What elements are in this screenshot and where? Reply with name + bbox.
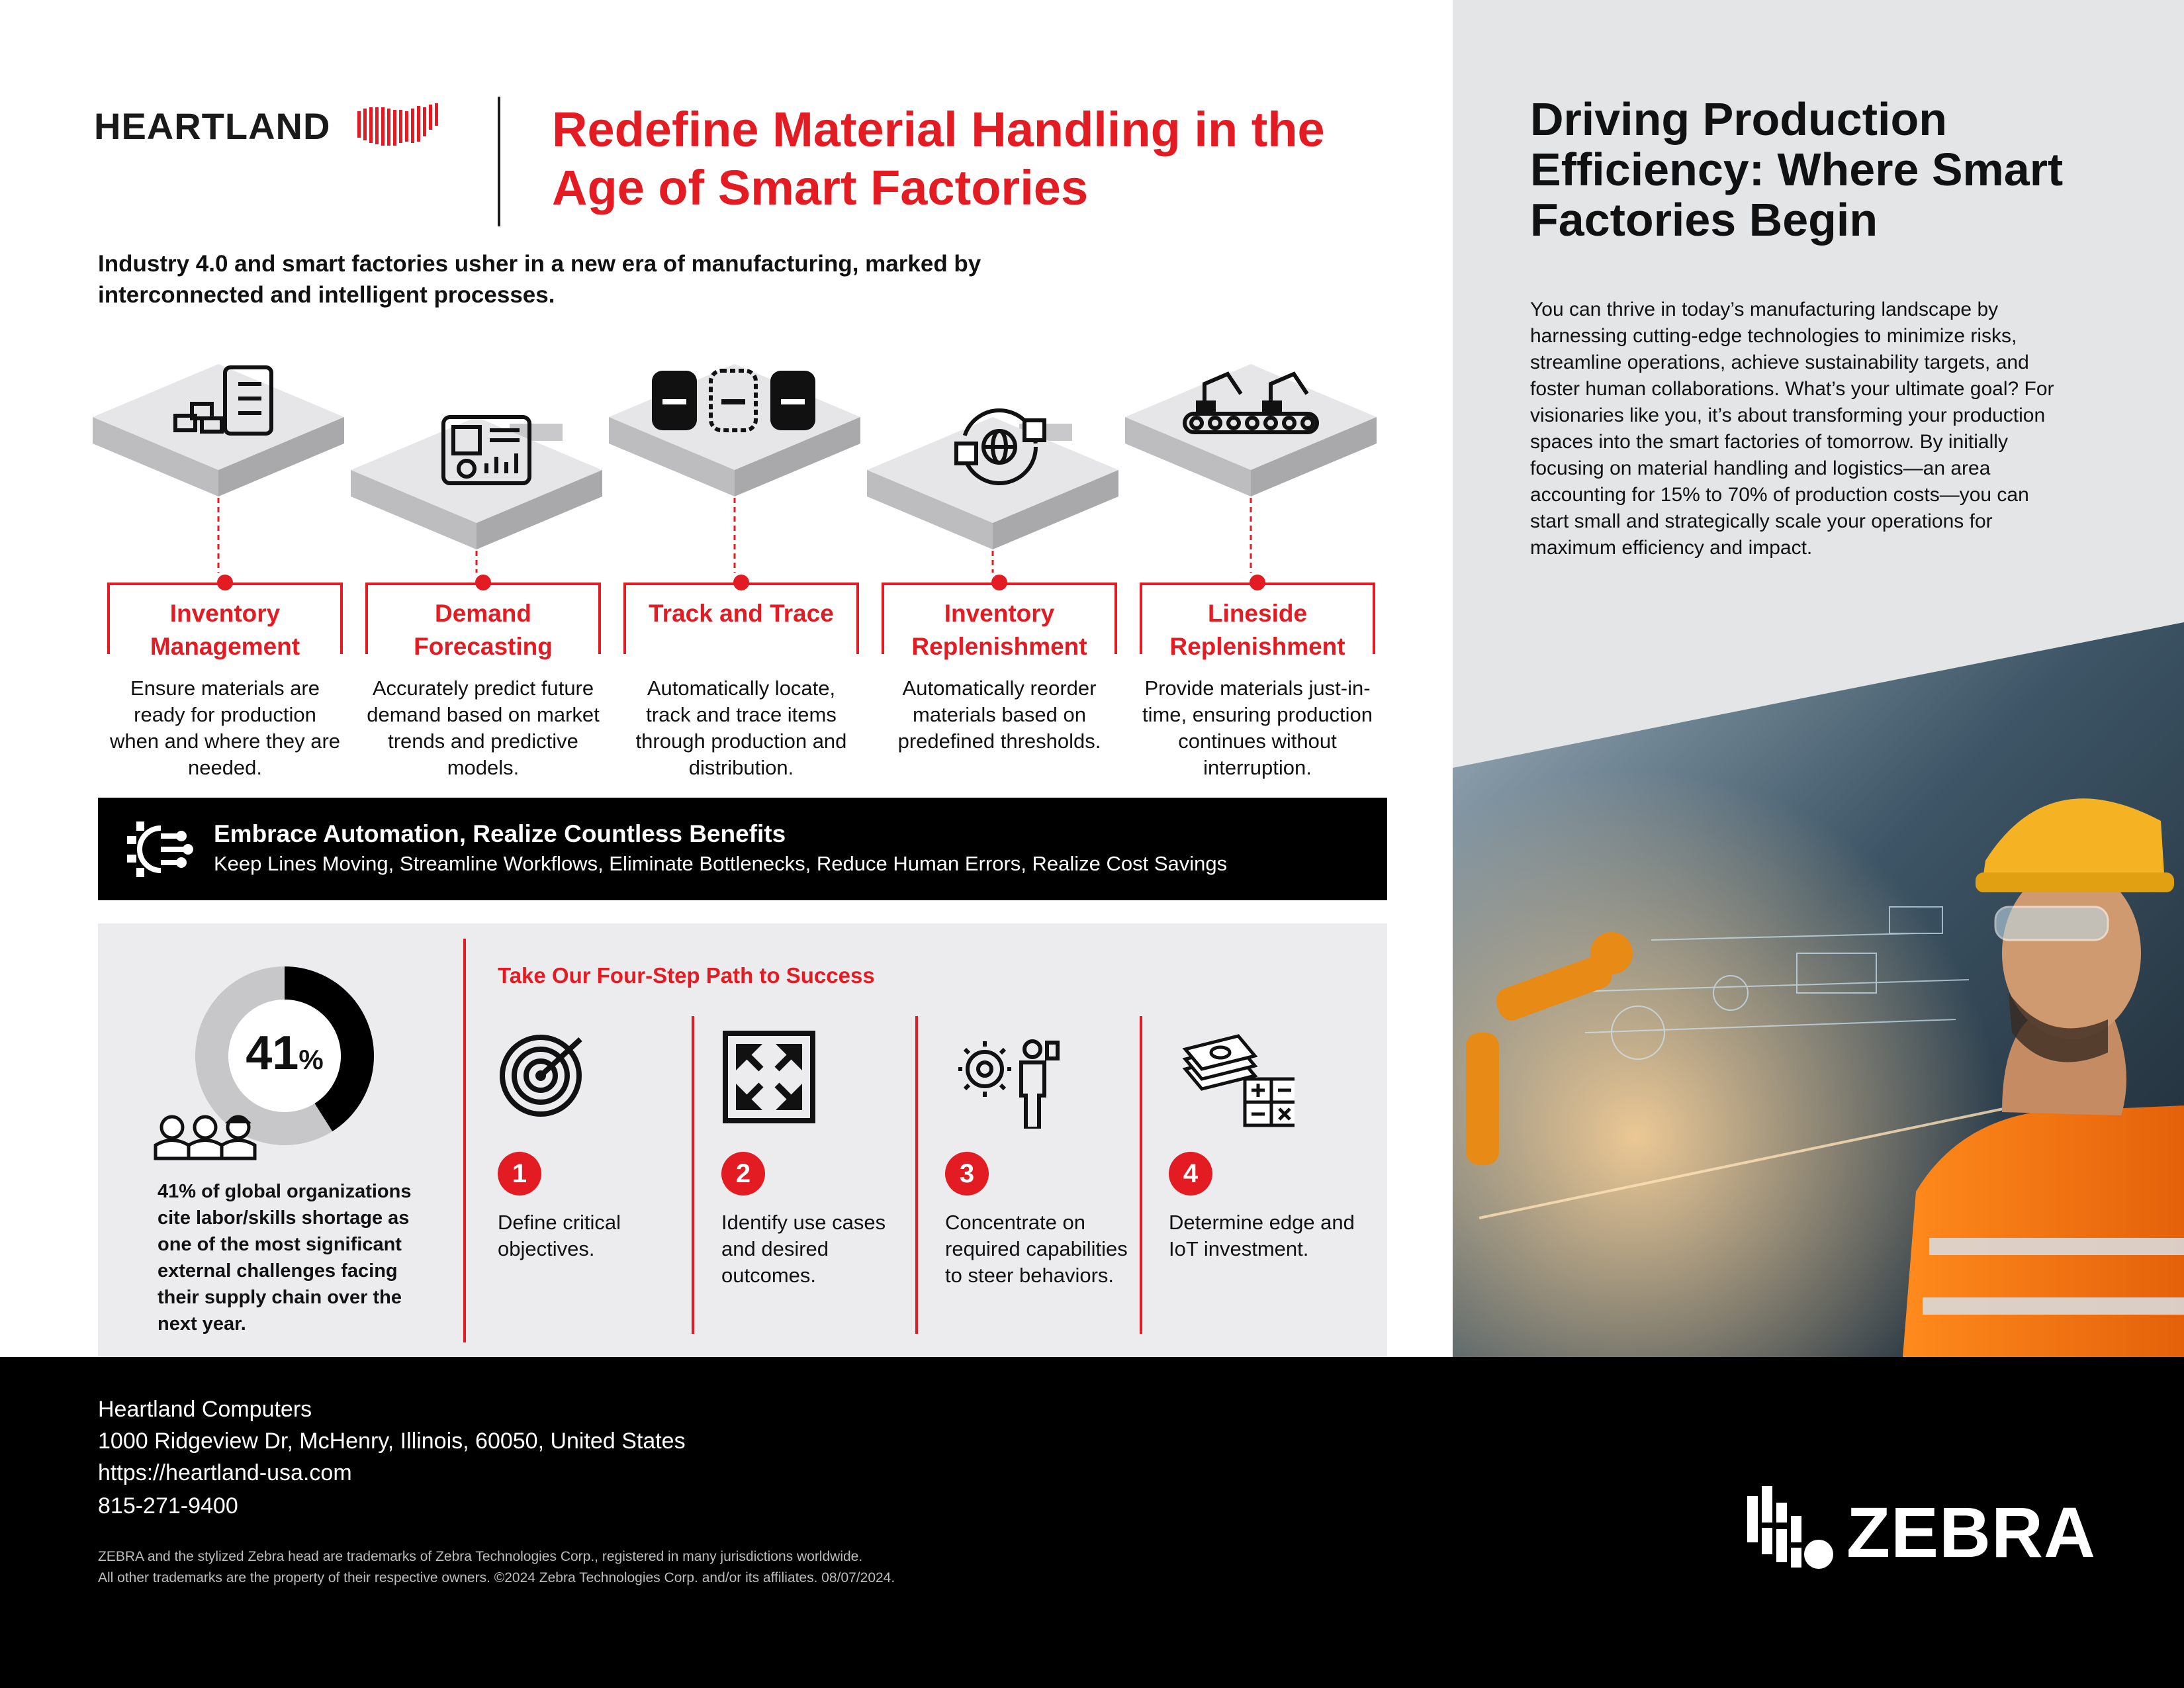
globe-boxes-cycle-icon [954,408,1046,485]
step-number-badge: 2 [721,1152,765,1196]
usa-flag-logo-icon [357,103,438,146]
dashboard-screen-icon [441,415,531,485]
target-icon [500,1035,582,1117]
donut-label: 41% [246,1027,323,1080]
footer-website-link[interactable]: https://heartland-usa.com [98,1460,352,1485]
legal-line-1: ZEBRA and the stylized Zebra head are tr… [98,1549,863,1564]
page-headline: Redefine Material Handling in the Age of… [552,102,1325,215]
factory-worker-photo [1453,622,2184,1357]
footer-address: 1000 Ridgeview Dr, McHenry, Illinois, 60… [98,1429,686,1454]
process-tile-2 [351,417,602,549]
stat-description: 41% of global organizations cite labor/s… [158,1181,412,1335]
heartland-logo: HEARTLAND [94,105,331,147]
step-divider [692,1016,694,1334]
pillar-title: Lineside Replenishment [1169,600,1345,660]
step-number-badge: 1 [498,1152,541,1196]
steps-heading: Take Our Four-Step Path to Success [498,963,875,988]
step-number-badge: 3 [945,1152,989,1196]
pillar-title: Inventory Replenishment [911,600,1087,660]
tablet-checklist-icon [173,365,273,436]
pillar-description: Automatically locate, track and trace it… [635,677,847,779]
banner-title: Embrace Automation, Realize Countless Be… [214,820,786,847]
expand-arrows-icon [723,1031,815,1123]
sidebar-title: Driving Production Efficiency: Where Sma… [1530,93,2064,246]
zebra-head-logo-icon [1747,1486,1833,1569]
panel-divider [463,939,466,1342]
connector-dot [475,575,491,590]
pillar-description: Automatically reorder materials based on… [897,677,1101,753]
footer-phone: 815-271-9400 [98,1493,238,1519]
step-divider [915,1016,918,1334]
pillar-title: Demand Forecasting [414,600,553,660]
step-text: Determine edge and IoT investment. [1169,1211,1355,1260]
connector-dot [733,575,749,590]
labor-shortage-donut: 41% [195,966,374,1145]
header-divider [498,97,500,226]
gear-worker-icon [958,1039,1060,1129]
connector-dot [217,575,233,590]
process-diagram [93,364,1377,573]
step-text: Concentrate on required capabilities to … [945,1211,1128,1287]
legal-line-2: All other trademarks are the property of… [98,1570,895,1585]
pillar-description: Provide materials just-in-time, ensuring… [1142,677,1373,779]
money-calculator-icon [1182,1034,1295,1127]
footer [0,1357,2184,1688]
sidebar-body: You can thrive in today’s manufacturing … [1530,299,2054,559]
banner-subtitle: Keep Lines Moving, Streamline Workflows,… [214,852,1228,875]
pillar-title: Track and Trace [649,600,834,627]
rfid-tags-icon [652,369,815,432]
gear-circuit-icon [127,821,193,877]
automation-banner: Embrace Automation, Realize Countless Be… [98,798,1387,900]
intro-text: Industry 4.0 and smart factories usher i… [98,251,981,308]
pillar-title: Inventory Management [150,600,300,660]
connector-dot [991,575,1007,590]
pillar-description: Ensure materials are ready for productio… [109,677,341,779]
legal-text: ZEBRA and the stylized Zebra head are tr… [98,1546,1223,1589]
robot-arms-conveyor-icon [1183,371,1319,434]
step-number-badge: 4 [1169,1152,1212,1196]
donut-value-arc [195,966,374,1145]
connector-dot [1250,575,1265,590]
workers-group-icon [154,1115,257,1160]
process-tile-4 [867,417,1118,549]
step-divider [1140,1016,1142,1334]
step-text: Define critical objectives. [498,1211,621,1260]
step-text: Identify use cases and desired outcomes. [721,1211,886,1287]
pillar-description: Accurately predict future demand based o… [367,677,600,779]
footer-company: Heartland Computers [98,1397,312,1422]
zebra-logo-text: ZEBRA [1846,1492,2096,1572]
